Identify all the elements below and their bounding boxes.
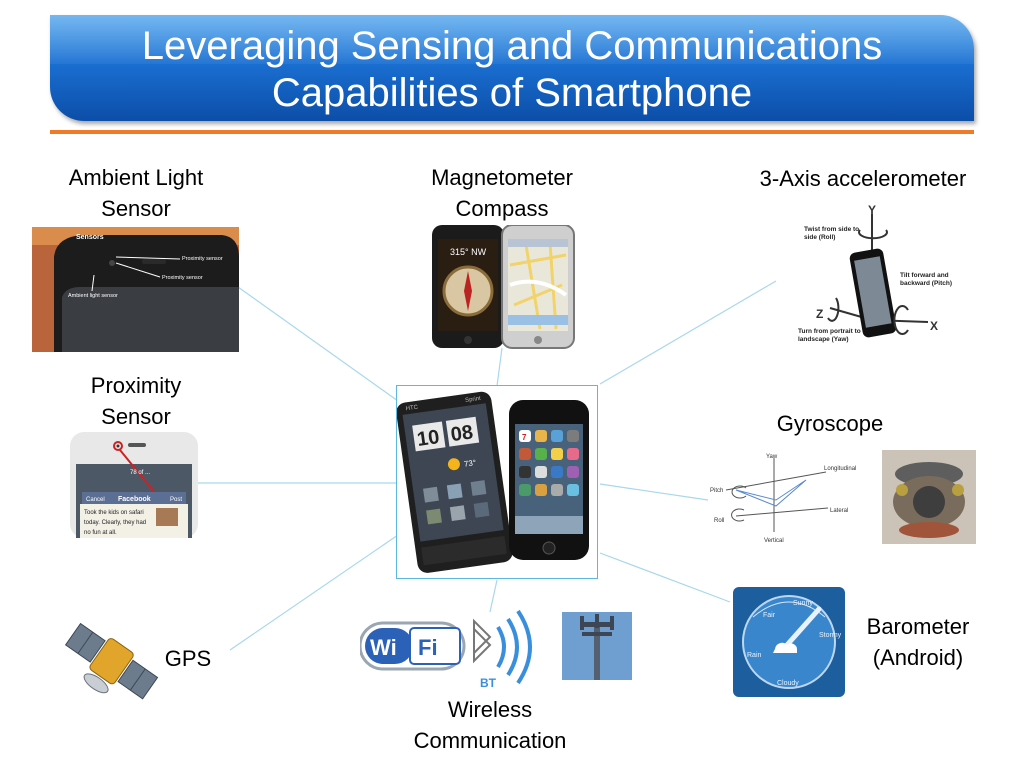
gps-satellite-icon (64, 622, 159, 700)
title-line-2: Capabilities of Smartphone (271, 71, 753, 115)
magnetometer-label: Magnetometer Compass (431, 165, 573, 221)
svg-text:78 of ...: 78 of ... (130, 470, 150, 476)
svg-text:today. Clearly, they had: today. Clearly, they had (84, 520, 146, 526)
svg-text:Roll: Roll (714, 518, 724, 524)
connector-wireless (489, 579, 498, 613)
slide-title: Leveraging Sensing and Communications Ca… (50, 23, 974, 117)
svg-text:HTC: HTC (405, 405, 419, 413)
svg-text:Z: Z (816, 307, 823, 321)
svg-text:Longitudinal: Longitudinal (824, 466, 856, 472)
center-phones-image: 10 08 73° HTC Sprint 7 (396, 391, 589, 573)
svg-text:Took the kids on safari: Took the kids on safari (84, 510, 144, 516)
svg-text:Facebook: Facebook (118, 496, 151, 503)
svg-text:Sensors: Sensors (76, 234, 104, 241)
accelerometer-label: 3-Axis accelerometer (759, 166, 967, 191)
svg-text:Cancel: Cancel (86, 497, 105, 503)
svg-text:Lateral: Lateral (830, 508, 848, 514)
svg-text:08: 08 (449, 421, 474, 446)
accelerometer-diagram: Y X Z Twist from side to side (Roll) Til… (798, 203, 952, 343)
svg-text:10: 10 (416, 426, 441, 451)
svg-text:Sunny: Sunny (793, 600, 813, 607)
svg-text:73°: 73° (463, 458, 476, 469)
gyroscope-diagram: Yaw Pitch Roll Longitudinal Lateral Vert… (710, 454, 856, 544)
barometer-app-icon: Fair Sunny Stormy Rain Cloudy (733, 587, 845, 697)
svg-text:Rain: Rain (747, 652, 762, 659)
connector-accelerometer (599, 280, 777, 385)
connector-magnetometer (496, 347, 503, 387)
gyroscope-photo (882, 450, 976, 544)
title-divider (50, 130, 974, 134)
svg-text:no fun at all.: no fun at all. (84, 530, 117, 536)
ambient-light-label: Ambient Light Sensor (68, 165, 204, 221)
cell-tower-photo (562, 612, 632, 680)
svg-text:Vertical: Vertical (764, 538, 784, 544)
connector-ambient (237, 286, 399, 402)
connector-barometer (599, 552, 731, 603)
title-line-1: Leveraging Sensing and Communications (141, 24, 883, 68)
gps-label: GPS (164, 646, 212, 671)
svg-text:Pitch: Pitch (710, 488, 723, 494)
title-banner: Leveraging Sensing and Communications Ca… (50, 15, 974, 121)
proximity-sensor-image: 78 of ... Cancel Facebook Post Took the … (70, 432, 198, 538)
center-phones-frame: 10 08 73° HTC Sprint 7 (396, 385, 598, 579)
connector-gyroscope (599, 483, 709, 501)
svg-text:315° NW: 315° NW (450, 247, 487, 257)
svg-text:Sprint: Sprint (465, 396, 482, 404)
svg-text:X: X (930, 319, 938, 333)
barometer-label: Barometer (Android) (866, 614, 970, 670)
wireless-label: Wireless Communication (413, 697, 567, 753)
svg-text:Ambient light sensor: Ambient light sensor (68, 293, 118, 299)
svg-text:Post: Post (170, 497, 182, 503)
svg-text:7: 7 (522, 433, 527, 442)
magnetometer-compass-image: 315° NW (432, 225, 575, 349)
ambient-light-sensor-image: Sensors Proximity sensor Proximity senso… (32, 227, 239, 352)
svg-text:Proximity sensor: Proximity sensor (182, 256, 223, 262)
svg-text:Proximity sensor: Proximity sensor (162, 275, 203, 281)
proximity-label: Proximity Sensor (90, 373, 182, 429)
svg-text:Yaw: Yaw (766, 454, 778, 460)
bt-text: BT (480, 676, 497, 689)
connector-gps (229, 534, 399, 651)
wifi-right-text: Fi (418, 635, 438, 660)
wireless-icons: Wi Fi BT (360, 609, 532, 689)
gyroscope-label: Gyroscope (776, 411, 884, 436)
wifi-left-text: Wi (370, 635, 397, 660)
svg-text:Y: Y (868, 203, 876, 217)
svg-text:Cloudy: Cloudy (777, 680, 799, 687)
svg-text:Stormy: Stormy (819, 632, 842, 639)
svg-text:Fair: Fair (763, 612, 776, 619)
